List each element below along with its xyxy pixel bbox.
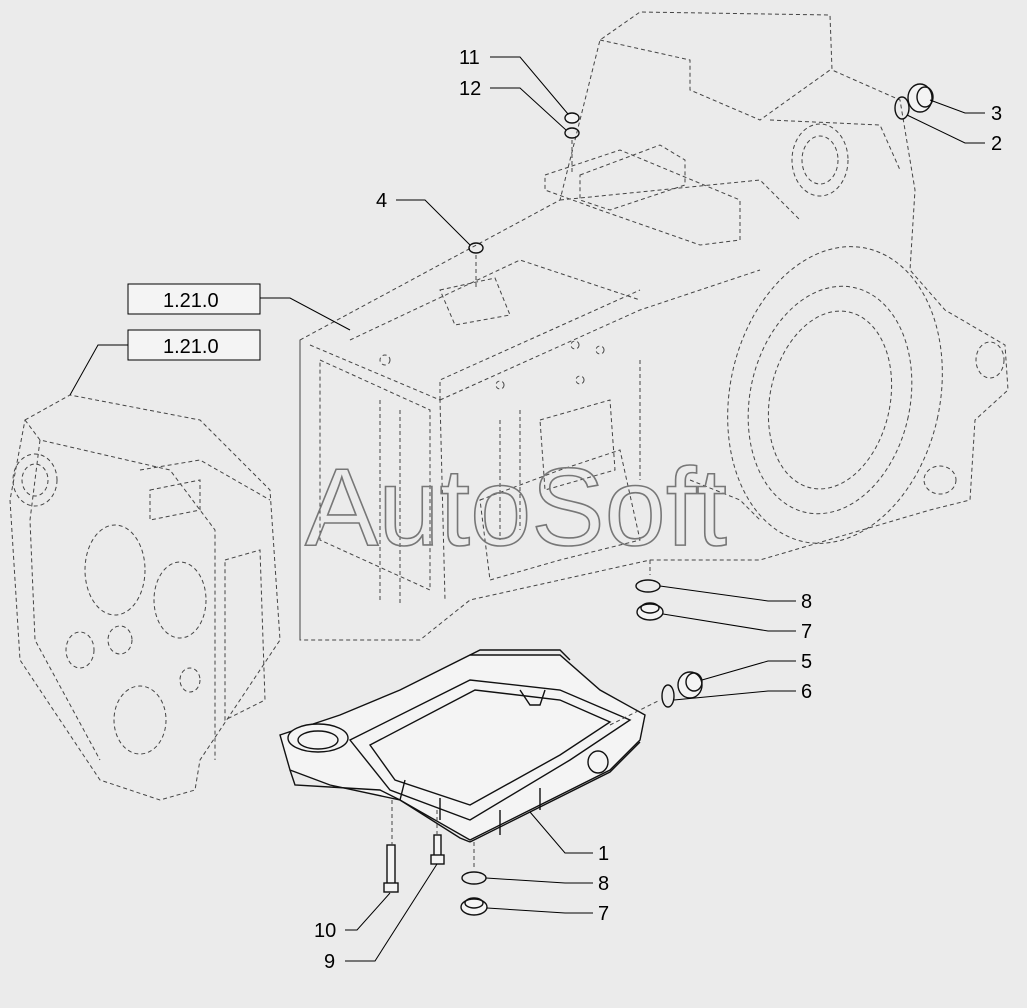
oil-sump-pan <box>279 649 646 843</box>
bolt-10 <box>383 844 399 893</box>
callout-7-lower: 7 <box>486 903 609 925</box>
reference-label-upper: 1.21.0 <box>163 290 219 312</box>
watermark: AutoSoft <box>305 446 727 569</box>
plug-3 <box>907 83 934 113</box>
small-parts <box>383 83 934 916</box>
callout-4: 4 <box>376 190 471 246</box>
callout-3: 3 <box>929 99 1002 125</box>
callout-12: 12 <box>459 78 567 131</box>
seal-ring-2 <box>894 96 910 120</box>
svg-text:3: 3 <box>991 103 1002 125</box>
callout-2: 2 <box>906 114 1002 155</box>
callouts: 11 12 3 2 4 8 7 5 <box>314 47 1002 973</box>
svg-text:7: 7 <box>801 621 812 643</box>
reference-box-lower: 1.21.0 <box>69 329 261 396</box>
bolt-9 <box>430 834 445 865</box>
callout-1: 1 <box>529 811 609 865</box>
svg-text:8: 8 <box>598 873 609 895</box>
svg-text:2: 2 <box>991 133 1002 155</box>
svg-text:8: 8 <box>801 591 812 613</box>
drain-plug-7-upper <box>636 602 664 621</box>
svg-text:4: 4 <box>376 190 387 212</box>
callout-9: 9 <box>324 863 438 973</box>
svg-text:1: 1 <box>598 843 609 865</box>
callout-6: 6 <box>673 681 812 703</box>
o-ring-4 <box>468 242 484 254</box>
svg-text:6: 6 <box>801 681 812 703</box>
screw-11 <box>564 112 580 124</box>
drain-plug-7-lower <box>460 897 488 916</box>
callout-7-upper: 7 <box>662 613 812 643</box>
seal-ring-6 <box>661 684 675 708</box>
o-ring-8-upper <box>635 579 661 593</box>
svg-text:12: 12 <box>459 78 481 100</box>
callout-11: 11 <box>459 47 569 115</box>
callout-8-lower: 8 <box>485 873 609 895</box>
callout-10: 10 <box>314 892 391 942</box>
svg-text:10: 10 <box>314 920 336 942</box>
o-ring-8-lower <box>461 871 487 885</box>
plug-5 <box>677 671 703 699</box>
reference-label-lower: 1.21.0 <box>163 336 219 358</box>
svg-text:7: 7 <box>598 903 609 925</box>
svg-text:5: 5 <box>801 651 812 673</box>
callout-8-upper: 8 <box>659 585 812 613</box>
svg-text:9: 9 <box>324 951 335 973</box>
svg-text:11: 11 <box>459 47 480 69</box>
reference-box-upper: 1.21.0 <box>127 283 351 331</box>
callout-5: 5 <box>701 651 812 681</box>
washer-12 <box>564 127 580 139</box>
front-housing <box>9 394 281 801</box>
transmission-housing <box>299 11 1009 641</box>
